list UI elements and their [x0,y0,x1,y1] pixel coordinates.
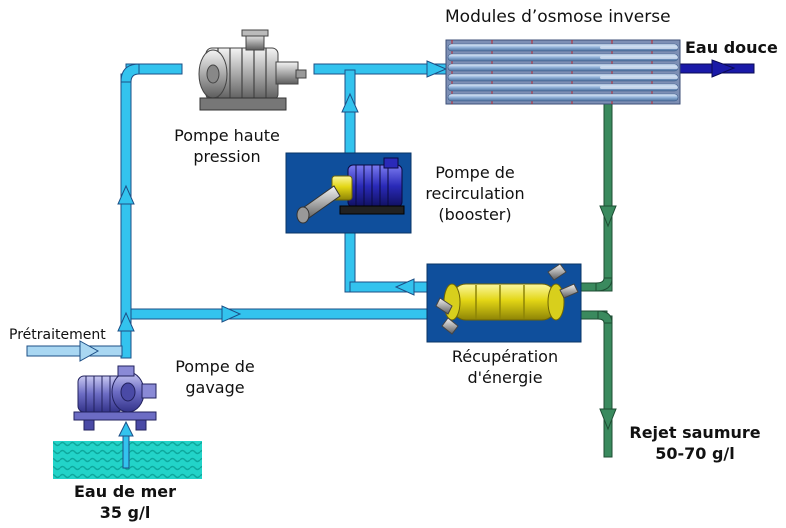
pipe-feed-to-recovery [130,308,429,320]
label-pretreatment: Prétraitement [9,327,106,343]
label-brine-line1: Rejet saumure [629,423,761,442]
label-feed-line1: Pompe de [175,357,255,376]
seawater-flow-arrows [117,60,448,469]
label-seawater-line2: 35 g/l [99,503,151,522]
fresh-water-outlet [679,59,755,78]
label-seawater-line1: Eau de mer [74,482,176,501]
pretreatment-inlet [26,340,123,362]
pipe-brine-discharge [603,315,613,458]
brine-flow-arrows [599,205,617,431]
feed-pump-icon [73,365,157,431]
label-energy-recovery: Récupération d'énergie [430,346,580,388]
label-high-pressure-pump: Pompe haute pression [152,125,302,167]
label-hp-line2: pression [193,147,261,166]
label-seawater: Eau de mer 35 g/l [60,481,190,523]
label-fresh-water: Eau douce [685,38,778,57]
label-hp-line1: Pompe haute [174,126,280,145]
label-booster-line3: (booster) [438,205,512,224]
membrane-modules-icon [445,39,681,105]
multistage-pump-icon [198,29,307,111]
label-feed-pump: Pompe de gavage [160,356,270,398]
pressure-exchanger-icon [426,263,582,343]
label-booster-line2: recirculation [425,184,525,203]
label-booster-line1: Pompe de [435,163,515,182]
label-brine-line2: 50-70 g/l [655,444,735,463]
label-recovery-line1: Récupération [451,347,559,366]
pipe-elbow-concentrate [595,277,613,292]
label-brine-discharge: Rejet saumure 50-70 g/l [620,422,770,464]
label-ro-modules: Modules d’osmose inverse [445,7,671,27]
pipe-recovery-to-booster [349,281,429,293]
label-recovery-line2: d'énergie [467,368,543,387]
pipe-elbow-brine [597,310,613,324]
label-feed-line2: gavage [185,378,245,397]
pipe-elbow-top-left [120,63,140,83]
pipe-ro-concentrate [603,103,613,285]
label-booster-pump: Pompe de recirculation (booster) [410,162,540,225]
booster-pump-icon [285,152,412,234]
